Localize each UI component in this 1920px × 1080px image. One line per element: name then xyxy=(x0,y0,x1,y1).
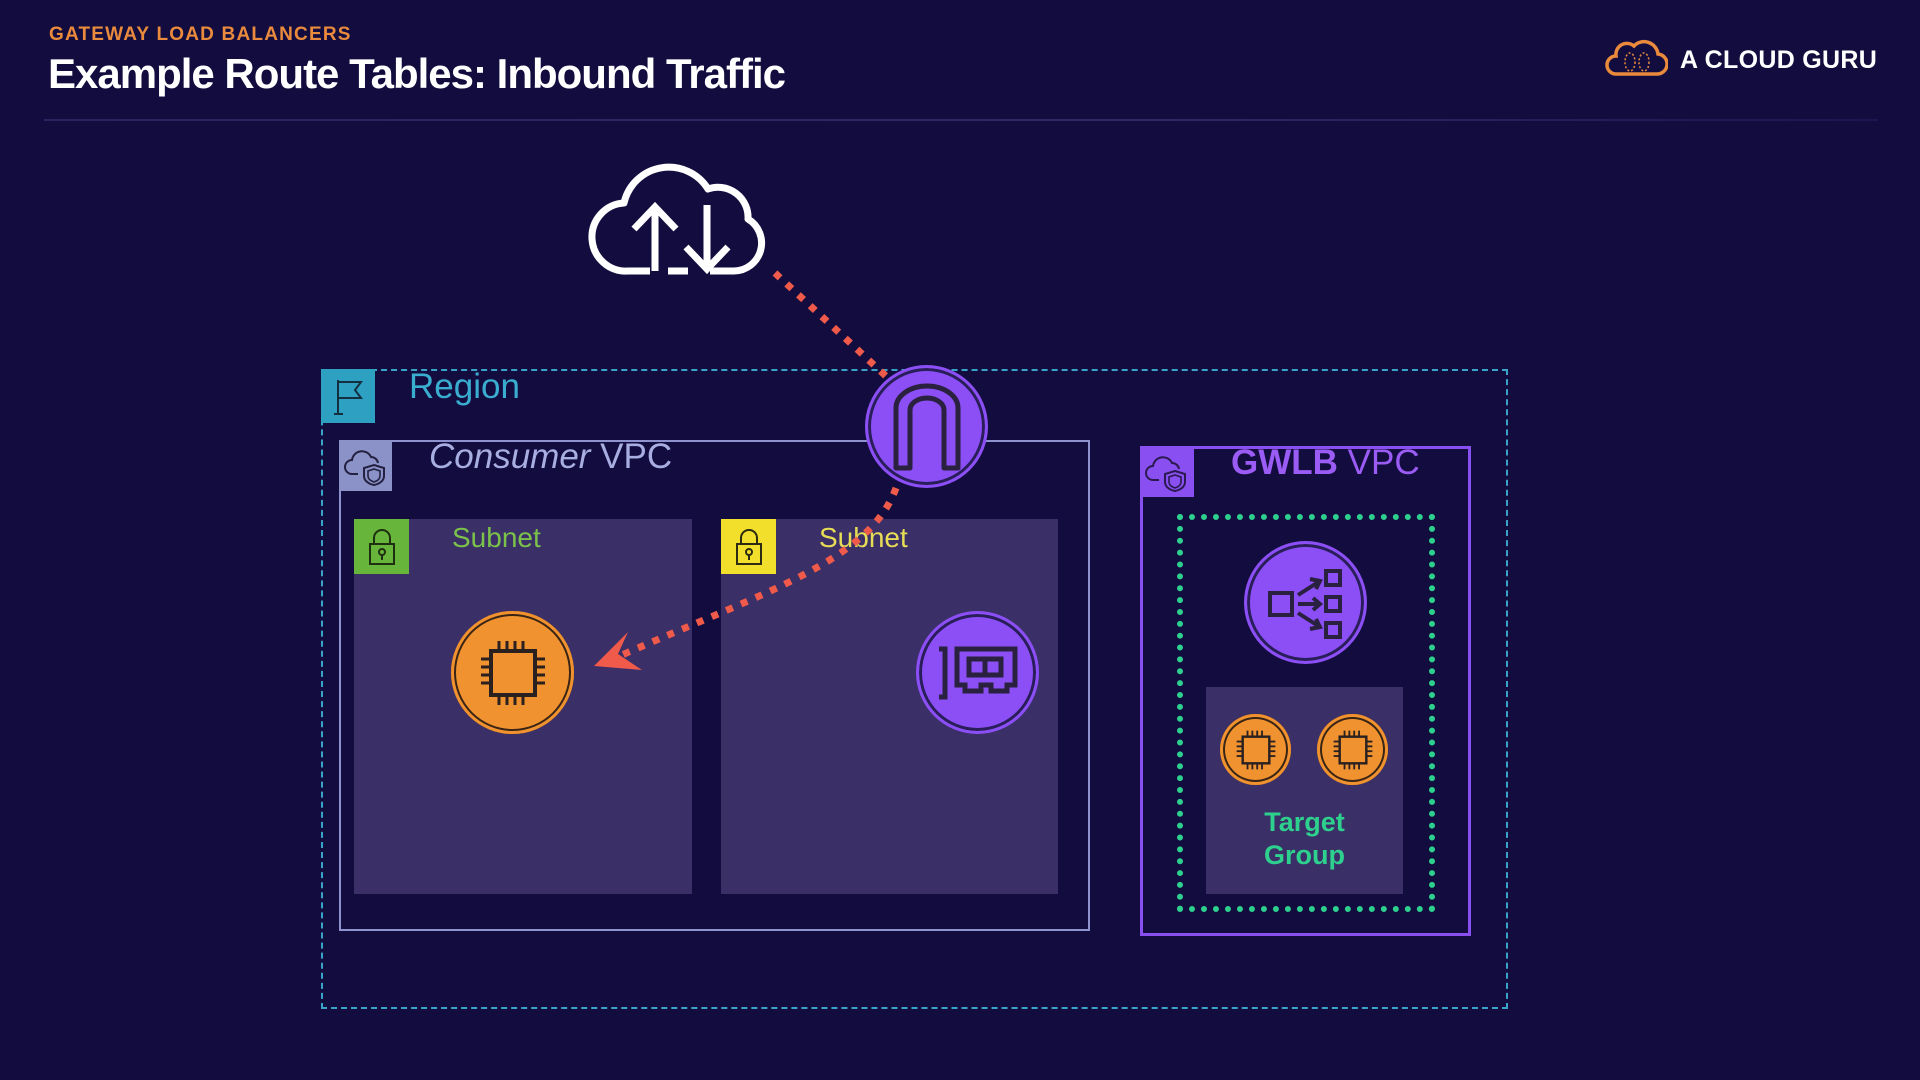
target-group-label-line1: Target xyxy=(1264,807,1345,837)
gwlb-endpoint-eni-icon xyxy=(916,611,1039,734)
vpc-cloud-shield-icon xyxy=(339,440,392,491)
gwlb-vpc-label-bold: GWLB xyxy=(1231,443,1338,482)
gwlb-vpc-label-rest: VPC xyxy=(1337,443,1420,482)
brand-logo: A CLOUD GURU xyxy=(1604,38,1877,83)
consumer-vpc-boundary xyxy=(339,440,1090,931)
header-divider xyxy=(44,119,1878,121)
subnet-label: Subnet xyxy=(452,522,541,553)
region-label: Region xyxy=(409,367,520,406)
consumer-vpc-label-italic: Consumer xyxy=(429,437,591,476)
lock-icon xyxy=(354,519,409,574)
consumer-vpc-label: Consumer VPC xyxy=(429,437,672,477)
target-group-boundary xyxy=(1177,514,1435,912)
ec2-instance-icon xyxy=(451,611,574,734)
subnet-label: Subnet xyxy=(819,522,908,553)
consumer-vpc-label-rest: VPC xyxy=(590,437,673,476)
traffic-path-internet-to-igw xyxy=(772,270,891,381)
page-title: Example Route Tables: Inbound Traffic xyxy=(48,50,786,97)
traffic-arrowhead xyxy=(594,632,642,670)
internet-gateway-icon xyxy=(865,365,988,488)
traffic-path-igw-to-ec2 xyxy=(620,486,900,659)
gateway-load-balancer-icon xyxy=(1244,541,1367,664)
gwlb-vpc-boundary xyxy=(1140,446,1471,936)
vpc-cloud-shield-icon xyxy=(1140,446,1194,497)
target-ec2-instance-icon xyxy=(1220,714,1291,785)
target-group-label-line2: Group xyxy=(1264,840,1345,870)
brand-name: A CLOUD GURU xyxy=(1680,46,1878,74)
gwlb-vpc-label: GWLB VPC xyxy=(1231,443,1420,483)
cloud-logo-icon xyxy=(1604,38,1669,83)
flag-icon xyxy=(321,369,375,423)
target-ec2-instance-icon xyxy=(1317,714,1388,785)
lock-icon xyxy=(721,519,776,574)
internet-cloud-upload-download-icon xyxy=(588,157,776,282)
section-eyebrow: GATEWAY LOAD BALANCERS xyxy=(49,24,352,45)
